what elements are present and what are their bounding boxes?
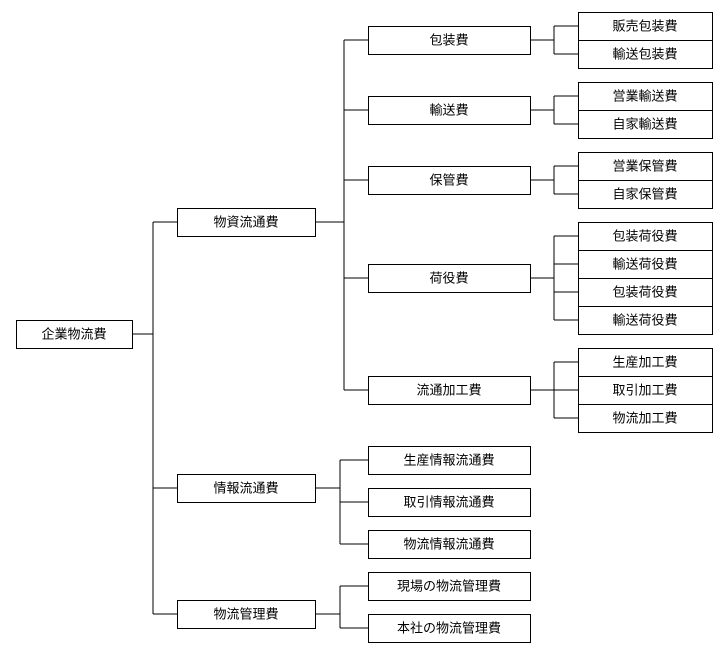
node-box-l2-1-1	[368, 488, 531, 517]
node-box-l1-0	[177, 208, 316, 237]
leaf-box-0-3-1	[578, 250, 713, 279]
l2-label-0-3: 荷役費	[429, 272, 468, 287]
node-box-l1-1	[177, 474, 316, 503]
node-box-l2-0-1	[368, 96, 531, 125]
node-box-l2-2-0	[368, 572, 531, 601]
leaf-label-0-2-1: 自家保管費	[612, 187, 677, 203]
leaf-label-0-0-0: 販売包装費	[612, 19, 677, 35]
l2-label-0-4: 流通加工費	[416, 384, 481, 399]
l2-label-0-1: 輸送費	[429, 104, 468, 119]
l2-label-2-0: 現場の物流管理費	[397, 580, 501, 595]
leaf-label-0-1-1: 自家輸送費	[612, 117, 677, 133]
leaf-label-0-2-0: 営業保管費	[612, 159, 677, 175]
l1-label-0: 物資流通費	[213, 216, 278, 231]
leaf-box-0-3-0	[578, 222, 713, 251]
node-box-l1-2	[177, 600, 316, 629]
leaf-label-0-4-1: 取引加工費	[612, 384, 677, 399]
leaf-box-0-2-1	[578, 180, 713, 209]
node-box-l2-2-1	[368, 614, 531, 643]
leaf-box-0-2-0	[578, 152, 713, 181]
l1-label-1: 情報流通費	[213, 482, 278, 497]
l1-label-2: 物流管理費	[213, 608, 278, 623]
leaf-box-0-0-1	[578, 40, 713, 69]
node-box-l2-1-2	[368, 530, 531, 559]
leaf-box-0-4-2	[578, 404, 713, 433]
node-box-l2-0-0	[368, 26, 531, 55]
leaf-label-0-3-1: 輸送荷役費	[612, 258, 677, 273]
leaf-box-0-4-0	[578, 348, 713, 377]
l2-label-0-0: 包装費	[429, 34, 468, 49]
node-box-l2-1-0	[368, 446, 531, 475]
node-box-l2-0-3	[368, 264, 531, 293]
leaf-box-0-1-0	[578, 82, 713, 111]
leaf-label-0-3-3: 輸送荷役費	[612, 314, 677, 329]
leaf-box-0-3-3	[578, 306, 713, 335]
l2-label-1-1: 取引情報流通費	[403, 496, 494, 511]
leaf-label-0-0-1: 輸送包装費	[612, 48, 677, 63]
leaf-box-0-1-1	[578, 110, 713, 139]
connector-lines	[133, 25, 578, 629]
leaf-label-0-3-2: 包装荷役費	[612, 286, 677, 301]
leaf-label-0-4-0: 生産加工費	[612, 355, 677, 371]
leaf-label-0-3-0: 包装荷役費	[612, 230, 677, 245]
node-box-root	[16, 320, 133, 349]
leaf-box-0-4-1	[578, 376, 713, 405]
root-label: 企業物流費	[41, 327, 106, 343]
l2-label-2-1: 本社の物流管理費	[397, 621, 501, 637]
l2-label-0-2: 保管費	[429, 174, 468, 189]
leaf-label-0-4-2: 物流加工費	[612, 412, 677, 427]
leaf-label-0-1-0: 営業輸送費	[612, 89, 677, 105]
l2-label-1-2: 物流情報流通費	[403, 538, 494, 553]
node-box-l2-0-2	[368, 166, 531, 195]
node-box-l2-0-4	[368, 376, 531, 405]
l2-label-1-0: 生産情報流通費	[403, 453, 494, 469]
